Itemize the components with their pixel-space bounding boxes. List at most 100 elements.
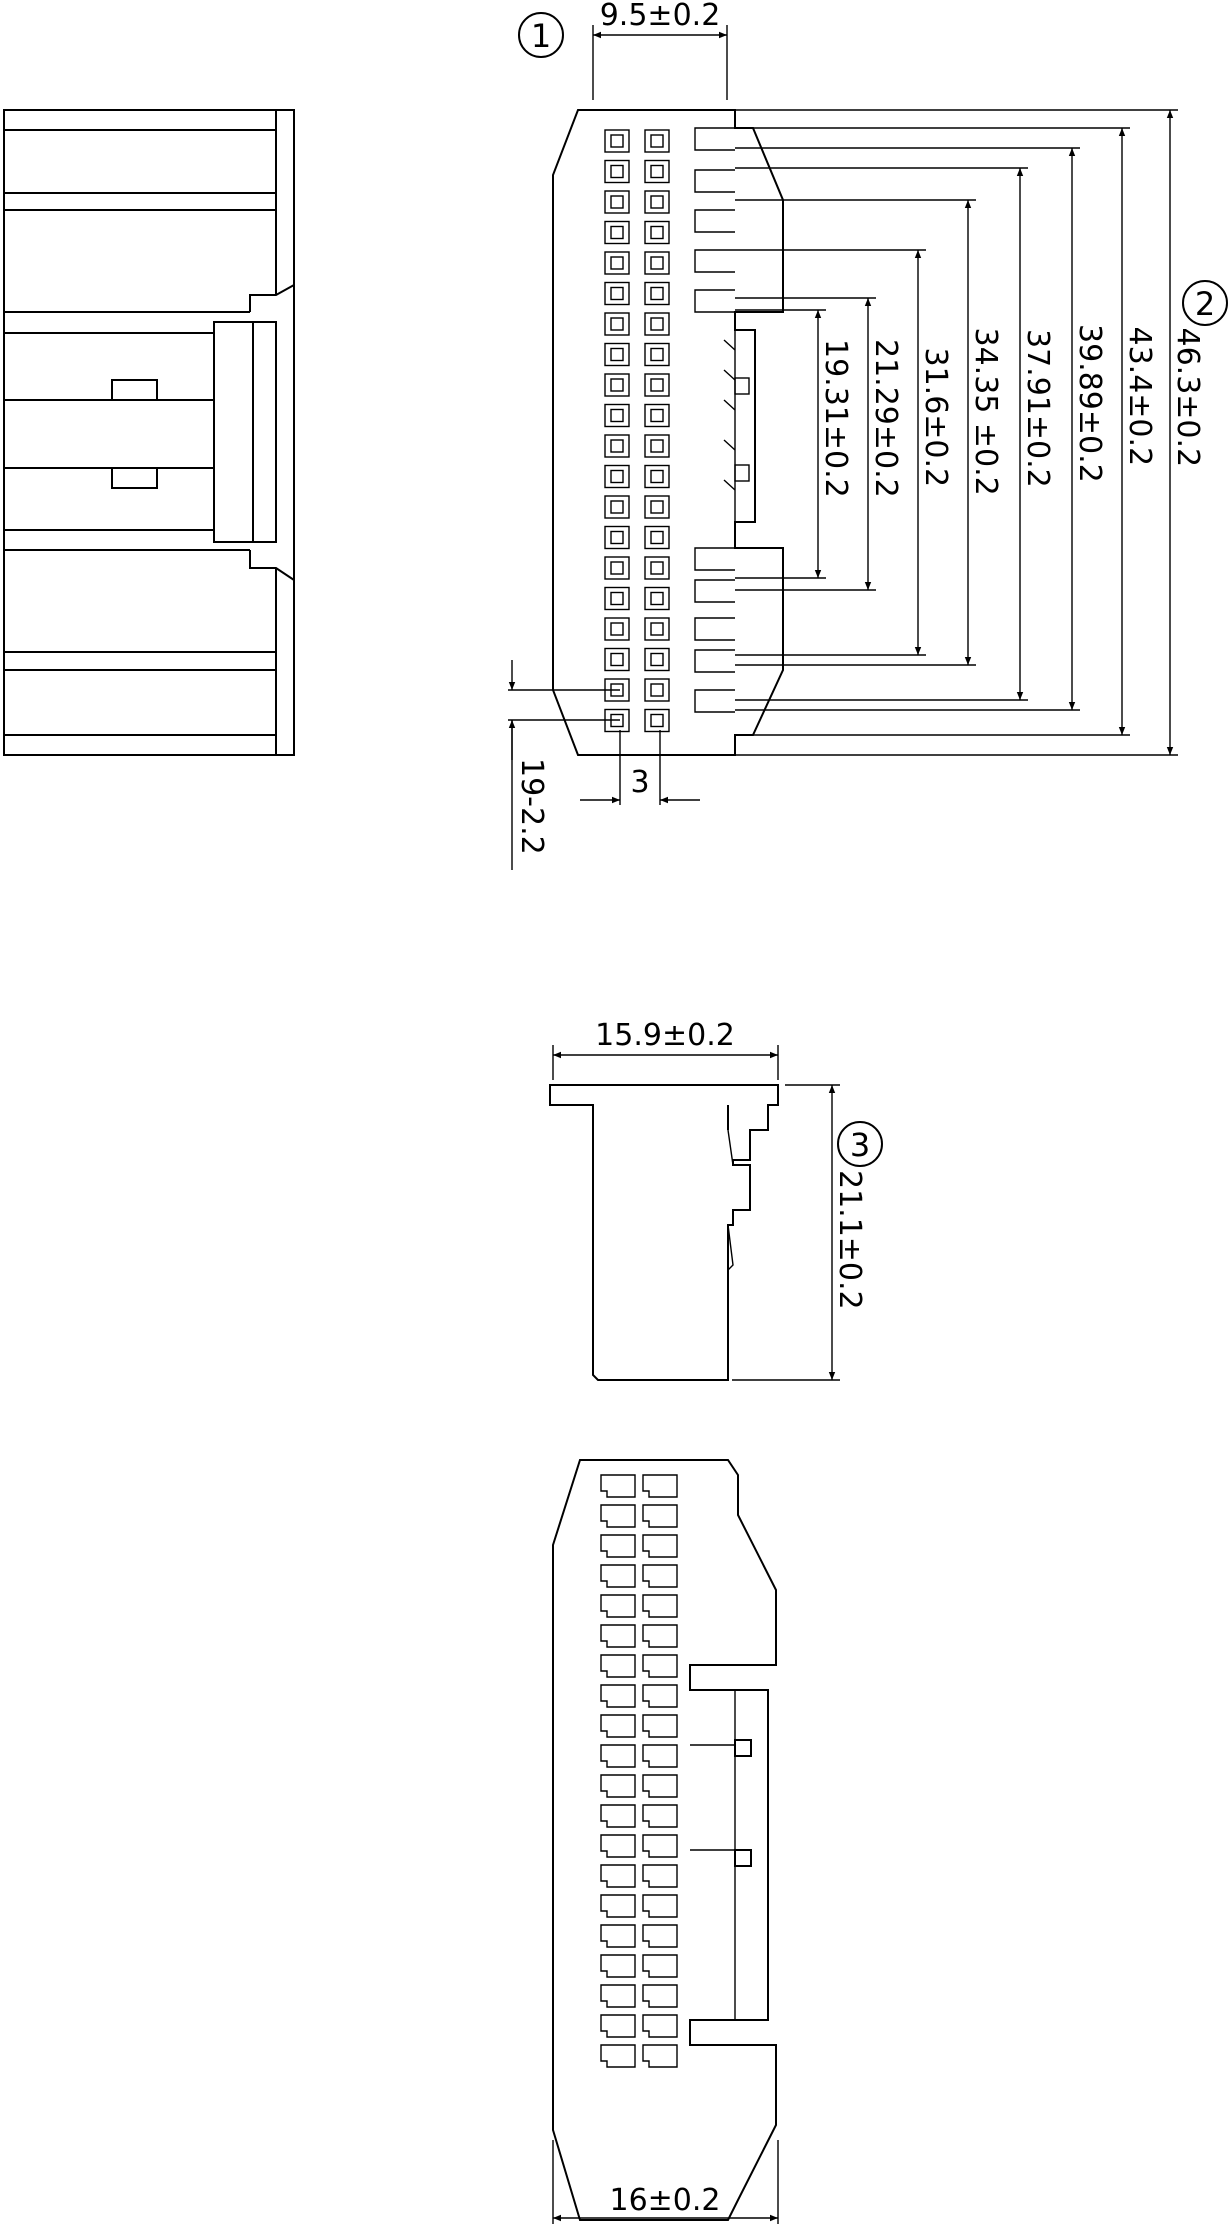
pin-contact [650,256,664,270]
callout-1: 1 [518,12,564,58]
pin-cavity [642,1654,678,1678]
bottom-view-outline [552,1459,777,2221]
pin-contact [650,408,664,423]
pin-cavity [600,1684,636,1708]
pin-contact [650,530,664,545]
pin-contact [610,256,624,270]
latch-slot [694,617,735,641]
dimension-label: 34.35 ±0.2 [968,328,1003,496]
pin-contact [650,195,664,209]
latch-slot [694,249,735,273]
pin-cavity [604,159,630,184]
pin-cavity [642,1504,678,1528]
pin-cavity [644,159,670,184]
pin-contact [650,469,664,484]
pin-cavity [644,342,670,367]
pin-contact [610,408,624,423]
pin-cavity [604,556,630,580]
pin-contact [650,713,664,728]
svg-text:1: 1 [531,17,551,55]
side-view [549,1084,779,1381]
pin-cavity [642,1984,678,2008]
pin-contact [650,652,664,667]
top-view-pin-grid [604,129,670,733]
pin-cavity [604,251,630,275]
pin-contact [610,439,624,453]
pin-cavity [642,2014,678,2038]
pin-cavity [642,1474,678,1498]
pin-cavity [644,617,670,641]
pin-contact [650,286,664,301]
pin-cavity [600,1504,636,1528]
dim-side-width: 15.9±0.2 [552,1018,779,1080]
dim-bottom-width: 16±0.2 [552,2140,779,2224]
pin-cavity [600,1894,636,1918]
latch-slot [694,649,735,673]
svg-text:3: 3 [630,765,649,800]
pin-cavity [644,525,670,550]
latch-slot [694,547,735,571]
pin-contact [610,317,624,331]
pin-contact [610,347,624,362]
pin-cavity [604,434,630,458]
pin-cavity [642,1924,678,1948]
pin-cavity [642,1744,678,1768]
pin-cavity [642,1774,678,1798]
pin-cavity [600,1744,636,1768]
pin-cavity [600,2014,636,2038]
pin-cavity [604,342,630,367]
svg-text:2: 2 [1195,285,1215,323]
pin-contact [650,378,664,392]
pin-cavity [600,1714,636,1738]
pin-cavity [644,556,670,580]
dimension-label: 43.4±0.2 [1122,327,1157,467]
pin-cavity [644,190,670,214]
pin-cavity [604,220,630,245]
pin-cavity [644,281,670,306]
pin-cavity [642,2044,678,2068]
pin-cavity [604,586,630,611]
pin-contact [610,622,624,636]
pin-cavity [600,1624,636,1648]
pin-cavity [642,1834,678,1858]
dim-pitch: 3 [580,730,700,805]
pin-cavity [600,1564,636,1588]
pin-contact [610,164,624,179]
pin-contact [610,134,624,148]
pin-cavity [600,1654,636,1678]
pin-cavity [644,647,670,672]
pin-cavity [644,434,670,458]
pin-contact [610,500,624,514]
dimension-label: 46.3±0.2 [1170,328,1205,468]
latch-slot [694,579,735,603]
dim-side-height: 21.1±0.2 [732,1084,867,1381]
pin-cavity [642,1894,678,1918]
pin-cavity [600,1954,636,1978]
pin-cavity [642,1564,678,1588]
pin-cavity [604,617,630,641]
pin-cavity [600,1594,636,1618]
pin-cavity [604,281,630,306]
dimension-label: 31.6±0.2 [918,348,953,488]
svg-text:19-2.2: 19-2.2 [514,758,549,855]
svg-text:21.1±0.2: 21.1±0.2 [832,1170,867,1310]
pin-cavity [642,1804,678,1828]
pin-contact [650,164,664,179]
left-side-view [3,109,295,756]
pin-contact [650,622,664,636]
pin-cavity [604,312,630,336]
pin-cavity [604,495,630,519]
dimension-label: 21.29±0.2 [868,339,903,498]
pin-cavity [600,1984,636,2008]
pin-contact [610,378,624,392]
bottom-view-pin-grid [600,1474,678,2068]
pin-contact [650,134,664,148]
pin-cavity [600,1534,636,1558]
pin-contact [650,225,664,240]
pin-cavity [644,373,670,397]
top-view-latch-slots [694,127,735,713]
pin-cavity [604,464,630,489]
pin-cavity [604,129,630,153]
